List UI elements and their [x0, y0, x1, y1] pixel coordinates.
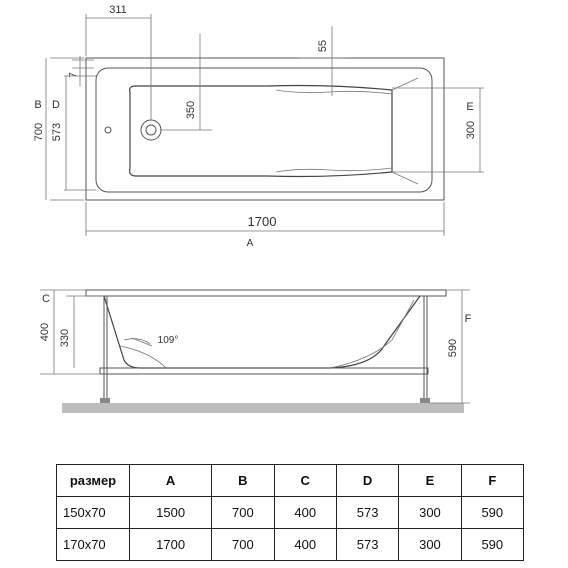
bathtub-technical-drawing: 311 350 55 7 B 700 D 573 E 300	[33, 4, 484, 413]
table-cell: 1700	[128, 528, 213, 561]
side-back-curve	[329, 299, 415, 369]
table-cell: 573	[335, 496, 400, 529]
table-row: 150x70 1500 700 400 573 300 590	[56, 496, 525, 529]
right-foot	[420, 398, 430, 403]
table-header: F	[460, 464, 525, 497]
label-c: C	[42, 293, 50, 305]
table-cell: 150x70	[56, 496, 130, 529]
table-header: B	[211, 464, 275, 497]
left-foot	[100, 398, 110, 403]
table-cell: 590	[460, 496, 525, 529]
table-row: 170x70 1700 700 400 573 300 590	[56, 528, 525, 561]
dim-573-label: 573	[51, 123, 63, 141]
table-cell: 400	[273, 496, 337, 529]
angle-label: 109°	[158, 335, 179, 346]
side-seat-curve	[119, 345, 167, 369]
dim-350-label: 350	[185, 101, 197, 119]
label-d: D	[52, 99, 60, 111]
side-frame-bar	[99, 367, 429, 375]
top-view: 311 350 55 7 B 700 D 573 E 300	[33, 4, 484, 249]
drain-icon	[140, 119, 162, 141]
drain-icon	[145, 124, 157, 136]
table-header: E	[398, 464, 462, 497]
tub-inner-rim	[95, 67, 433, 193]
table-cell: 700	[211, 528, 275, 561]
dim-400-label: 400	[39, 323, 51, 341]
dim-7-label: 7	[68, 72, 79, 78]
floor	[62, 403, 464, 413]
tub-basin-outline	[129, 84, 393, 178]
label-e: E	[466, 101, 473, 113]
dim-590-label: 590	[447, 339, 459, 357]
table-cell: 1500	[128, 496, 213, 529]
table-cell: 400	[273, 528, 337, 561]
table-cell: 170x70	[56, 528, 130, 561]
table-header-row: размер A B C D E F	[56, 464, 525, 497]
backrest-line	[275, 89, 393, 95]
angle-leader	[131, 337, 153, 347]
dim-700-label: 700	[33, 123, 45, 141]
table-header: A	[128, 464, 213, 497]
tub-outer-rim	[85, 57, 445, 201]
label-b: B	[34, 99, 41, 111]
overflow-icon	[104, 126, 112, 134]
dim-1700-label: 1700	[248, 214, 277, 229]
label-a: A	[247, 238, 254, 249]
dim-55-label: 55	[317, 40, 329, 52]
label-f: F	[465, 313, 472, 325]
dim-300-label: 300	[465, 121, 477, 139]
dim-330-label: 330	[59, 329, 71, 347]
size-spec-table: размер A B C D E F 150x70 1500 700 400 5…	[56, 464, 525, 561]
backrest-line	[275, 167, 393, 173]
table-header: C	[273, 464, 337, 497]
table-cell: 300	[398, 528, 462, 561]
dim-311-label: 311	[109, 4, 127, 16]
table-header: D	[335, 464, 400, 497]
side-rim	[85, 289, 447, 297]
table-cell: 300	[398, 496, 462, 529]
side-view: 109° C 400 330 F 590	[39, 289, 472, 413]
table-cell: 700	[211, 496, 275, 529]
table-header: размер	[56, 464, 130, 497]
table-cell: 573	[335, 528, 400, 561]
angle-arc	[123, 338, 151, 345]
table-cell: 590	[460, 528, 525, 561]
headrest-line	[391, 171, 419, 185]
